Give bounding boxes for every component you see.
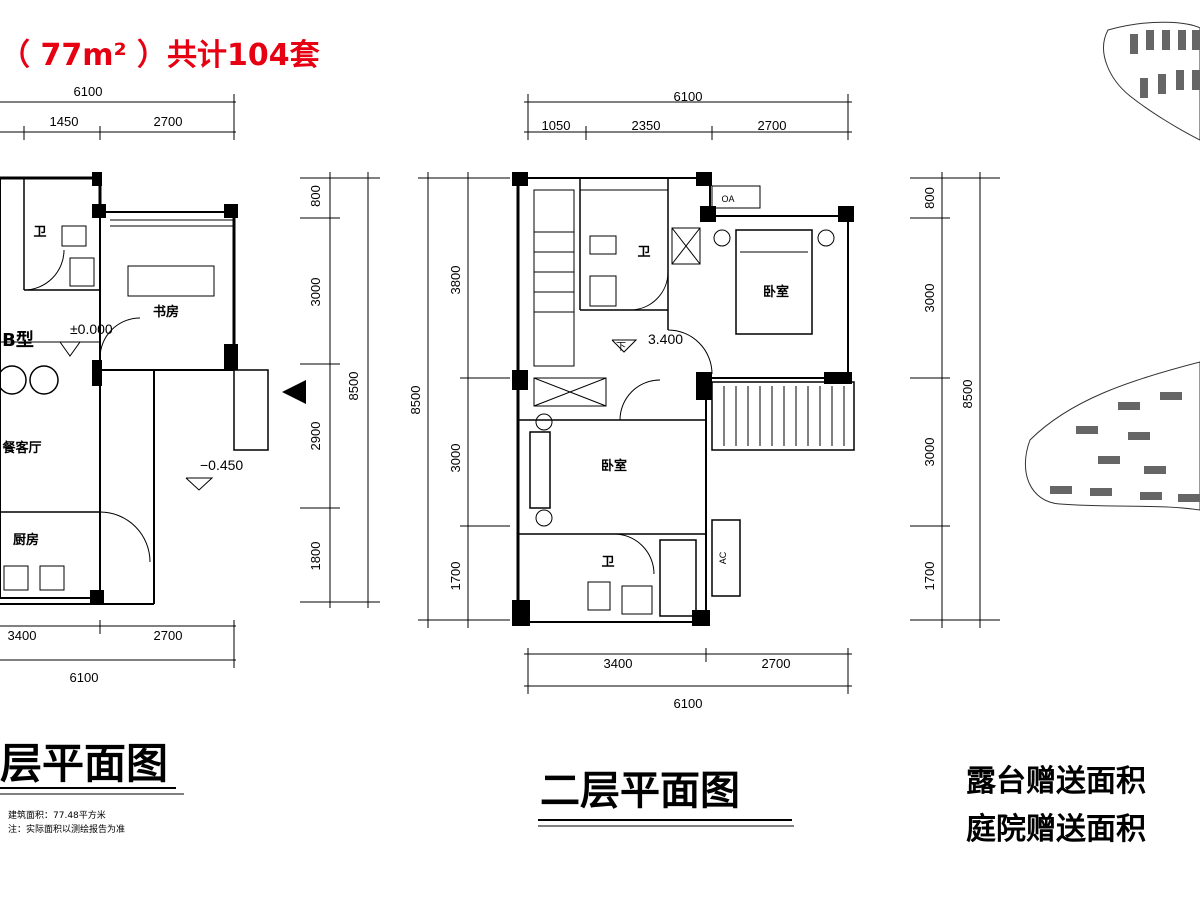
plan2-dim-left-total: 8500 <box>408 386 423 415</box>
plan2-dim-right-total: 8500 <box>960 380 975 409</box>
site-map-buildings <box>1050 30 1200 502</box>
plan2-ac-upper: OA <box>721 194 734 204</box>
plan2-dim-top-2: 2350 <box>632 118 661 133</box>
headline: （ 77m² ）共计104套 <box>0 38 320 73</box>
plan1-type-label: B型 <box>2 329 34 351</box>
plan2-dim-right-1: 800 <box>922 187 937 209</box>
plan2-level-floor: 3.400 <box>648 331 683 347</box>
plan1-room-kitchen: 厨房 <box>13 532 39 548</box>
plan1-room-study: 书房 <box>153 304 179 320</box>
plan2-room-bath-upper: 卫 <box>637 245 650 260</box>
plan2-dimension-lines <box>418 94 1000 694</box>
plan1-room-living: 餐客厅 <box>1 440 41 456</box>
plan1-dim-right-total: 8500 <box>346 372 361 401</box>
plan2-dim-bottom-1: 3400 <box>604 656 633 671</box>
plan1-note-disclaimer: 注：实际面积以测绘报告为准 <box>8 825 126 835</box>
plan2-room-bedroom-upper: 卧室 <box>763 284 789 300</box>
plan2-dim-left-1: 3800 <box>448 266 463 295</box>
plan2-text: 6100 1050 2350 2700 3400 2700 6100 3800 … <box>408 89 975 711</box>
plan2-dim-top-3: 2700 <box>758 118 787 133</box>
plan2-dim-right-2: 3000 <box>922 284 937 313</box>
plan2-dim-top-total: 6100 <box>674 89 703 104</box>
plan2-ac-lower: AC <box>718 551 728 564</box>
plan2-walls <box>516 177 855 623</box>
plan2-dim-left-2: 3000 <box>448 444 463 473</box>
plan1-dim-right-1: 800 <box>308 185 323 207</box>
bonus-courtyard-area: 庭院赠送面积 <box>966 812 1146 847</box>
plan2-dim-right-3: 3000 <box>922 438 937 467</box>
plan1-dim-right-3: 2900 <box>308 422 323 451</box>
plan2-title: 二层平面图 <box>540 768 740 814</box>
plan1-text: 6100 1450 2700 3400 2700 6100 800 3000 2… <box>1 84 361 685</box>
plan1-dimension-lines <box>0 94 380 668</box>
plan1-note-area: 建筑面积：77.48平方米 <box>8 811 106 821</box>
plan2-stair-mark: 下 <box>616 342 626 353</box>
plan1-level-main: ±0.000 <box>70 321 113 337</box>
plan2-room-bath-lower: 卫 <box>601 555 614 570</box>
plan1-level-lower: −0.450 <box>200 457 243 473</box>
plan1-dim-right-4: 1800 <box>308 542 323 571</box>
plan1-wall-columns <box>90 172 306 604</box>
plan-title-underlines <box>0 787 794 827</box>
plan2-dim-bottom-total: 6100 <box>674 696 703 711</box>
plan1-dim-top-total: 6100 <box>74 84 103 99</box>
plan2-dim-right-4: 1700 <box>922 562 937 591</box>
plan1-dim-top-1: 1450 <box>50 114 79 129</box>
plan1-dim-bottom-2: 2700 <box>154 628 183 643</box>
plan1-dim-bottom-1: 3400 <box>8 628 37 643</box>
plan2-dim-top-1: 1050 <box>542 118 571 133</box>
plan1-dim-top-2: 2700 <box>154 114 183 129</box>
plan2-dim-left-3: 1700 <box>448 562 463 591</box>
plan1-dim-right-2: 3000 <box>308 278 323 307</box>
plan1-title: 层平面图 <box>0 739 169 788</box>
plan1-dim-bottom-total: 6100 <box>70 670 99 685</box>
plan1-room-bath: 卫 <box>33 225 46 240</box>
plan1-walls <box>0 176 269 605</box>
plan2-wall-columns <box>512 172 854 626</box>
site-map <box>1025 21 1200 511</box>
bonus-terrace-area: 露台赠送面积 <box>966 764 1146 799</box>
plan2-dim-bottom-2: 2700 <box>762 656 791 671</box>
plan2-room-bedroom-lower: 卧室 <box>601 458 627 474</box>
